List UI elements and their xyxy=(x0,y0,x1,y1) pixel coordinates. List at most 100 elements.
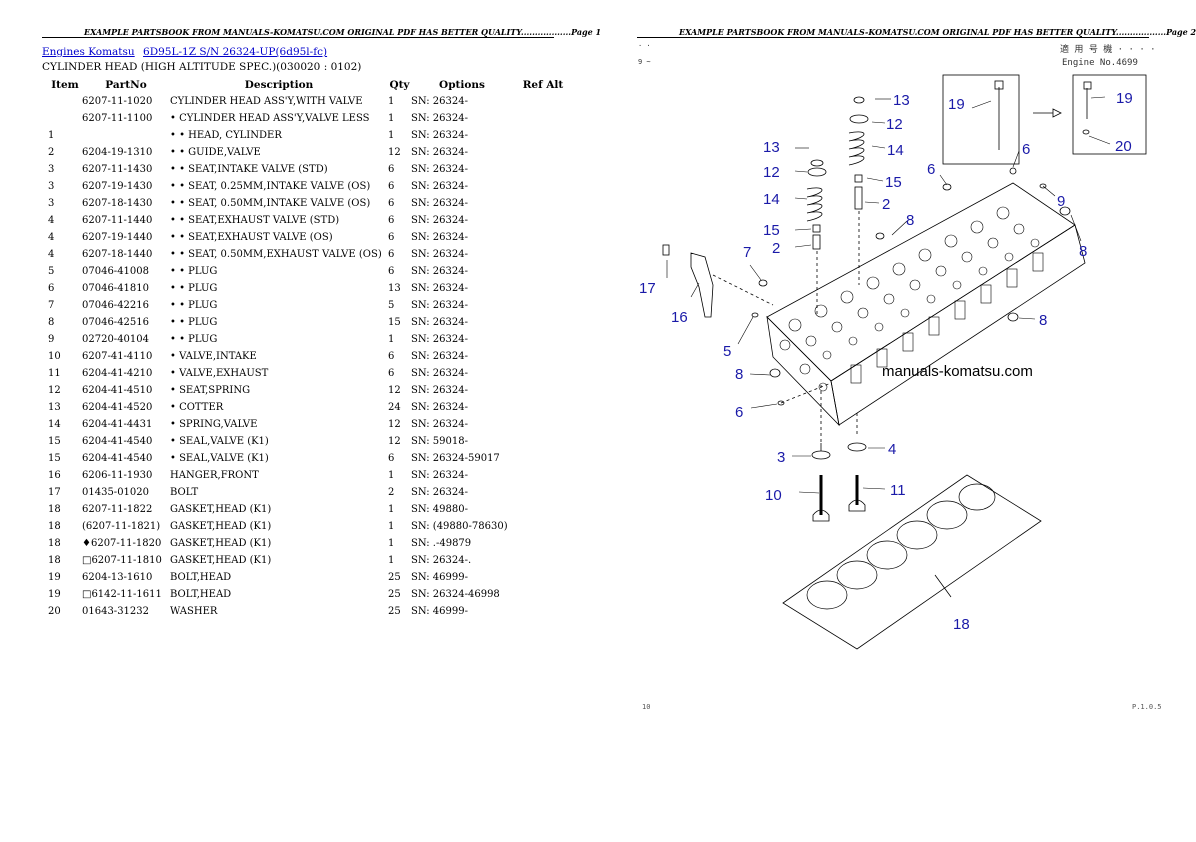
row-partno xyxy=(82,127,170,144)
row-qty: 6 xyxy=(388,453,395,464)
row-options: SN: 49880- xyxy=(411,504,468,515)
hanger-bracket xyxy=(690,252,714,318)
callout-19: 19 xyxy=(948,96,965,113)
row-options: SN: 26324- xyxy=(411,198,468,209)
callout-13: 13 xyxy=(893,92,910,109)
row-partno: 6204-41-4431 xyxy=(82,419,153,430)
row-description: • • SEAT, 0.50MM,EXHAUST VALVE (OS) xyxy=(170,249,382,260)
row-qty: 6 xyxy=(388,164,395,175)
row-partno: 6207-11-1440 xyxy=(82,215,153,226)
header-rule xyxy=(42,37,554,38)
row-item: 4 xyxy=(48,249,55,260)
page-footer-left: 10 xyxy=(642,703,651,711)
row-ref-alt xyxy=(513,501,573,518)
row-ref-alt xyxy=(513,586,573,603)
row-options: SN: 26324- xyxy=(411,266,468,277)
row-description: CYLINDER HEAD ASS'Y,WITH VALVE xyxy=(170,96,363,107)
row-item: 2 xyxy=(48,147,55,158)
row-options: SN: 26324- xyxy=(411,368,468,379)
inset-arrow xyxy=(1033,108,1062,118)
row-partno: □6142-11-1611 xyxy=(82,589,162,600)
row-ref-alt xyxy=(513,518,573,535)
row-options: SN: 26324- xyxy=(411,130,468,141)
column-header-qty: Qty xyxy=(389,79,410,91)
row-description: • • SEAT, 0.50MM,INTAKE VALVE (OS) xyxy=(170,198,371,209)
row-ref-alt xyxy=(513,280,573,297)
callout-17: 17 xyxy=(639,280,656,297)
row-qty: 1 xyxy=(388,504,395,515)
row-options: SN: 26324- xyxy=(411,402,468,413)
row-ref-alt xyxy=(513,552,573,569)
row-options: SN: 26324- xyxy=(411,147,468,158)
scan-mark: · · xyxy=(638,42,651,50)
callout-8: 8 xyxy=(1079,243,1087,260)
row-qty: 25 xyxy=(388,572,401,583)
cylinder-head-front xyxy=(766,315,840,427)
row-options: SN: (49880-78630) xyxy=(411,521,508,532)
row-partno: 6207-11-1100 xyxy=(82,113,153,124)
row-qty: 6 xyxy=(388,266,395,277)
scan-mark: 適 用 号 機 · · · · xyxy=(1060,45,1156,55)
row-options: SN: 26324- xyxy=(411,419,468,430)
row-qty: 1 xyxy=(388,470,395,481)
page-header: EXAMPLE PARTSBOOK FROM MANUALS-KOMATSU.C… xyxy=(84,27,602,37)
callout-6: 6 xyxy=(927,161,935,178)
row-ref-alt xyxy=(513,263,573,280)
row-ref-alt xyxy=(513,603,573,620)
table-header-row: Item PartNo Description Qty Options Ref … xyxy=(42,77,573,93)
callout-16: 16 xyxy=(671,309,688,326)
row-description: • SEAL,VALVE (K1) xyxy=(170,436,269,447)
callout-13: 13 xyxy=(763,139,780,156)
row-ref-alt xyxy=(513,297,573,314)
row-ref-alt xyxy=(513,348,573,365)
row-ref-alt xyxy=(513,212,573,229)
callout-6: 6 xyxy=(735,404,743,421)
row-partno: 6204-13-1610 xyxy=(82,572,153,583)
row-qty: 6 xyxy=(388,249,395,260)
row-ref-alt xyxy=(513,331,573,348)
row-item: 4 xyxy=(48,215,55,226)
row-options: SN: 26324- xyxy=(411,470,468,481)
row-partno: 6207-18-1430 xyxy=(82,198,153,209)
row-qty: 6 xyxy=(388,232,395,243)
row-description: • • PLUG xyxy=(170,300,218,311)
row-ref-alt xyxy=(513,314,573,331)
row-item: 19 xyxy=(48,572,61,583)
row-qty: 1 xyxy=(388,130,395,141)
breadcrumb: Engines Komatsu 6D95L-1Z S/N 26324-UP(6d… xyxy=(42,46,332,58)
row-ref-alt xyxy=(513,484,573,501)
column-header-partno: PartNo xyxy=(105,79,147,91)
cylinder-head-side xyxy=(830,224,1086,426)
row-options: SN: 26324- xyxy=(411,351,468,362)
breadcrumb-link-model[interactable]: 6D95L-1Z S/N 26324-UP(6d95l-fc) xyxy=(143,46,328,58)
callout-11: 11 xyxy=(890,482,906,499)
callout-9: 9 xyxy=(1057,193,1065,210)
row-ref-alt xyxy=(513,535,573,552)
row-description: • • PLUG xyxy=(170,283,218,294)
row-partno: 6204-19-1310 xyxy=(82,147,153,158)
row-item: 19 xyxy=(48,589,61,600)
row-description: • • SEAT,INTAKE VALVE (STD) xyxy=(170,164,328,175)
row-ref-alt xyxy=(513,467,573,484)
row-description: • • PLUG xyxy=(170,317,218,328)
row-qty: 1 xyxy=(388,555,395,566)
row-options: SN: 26324- xyxy=(411,181,468,192)
row-partno: 07046-42216 xyxy=(82,300,150,311)
row-description: WASHER xyxy=(170,606,218,617)
row-qty: 25 xyxy=(388,589,401,600)
row-description: • • SEAT,EXHAUST VALVE (OS) xyxy=(170,232,333,243)
row-partno: (6207-11-1821) xyxy=(82,521,161,532)
row-qty: 2 xyxy=(388,487,395,498)
breadcrumb-link-engines[interactable]: Engines Komatsu xyxy=(42,46,135,58)
row-description: • SPRING,VALVE xyxy=(170,419,258,430)
parts-table: Item PartNo Description Qty Options Ref … xyxy=(42,77,573,620)
row-item: 1 xyxy=(48,130,55,141)
